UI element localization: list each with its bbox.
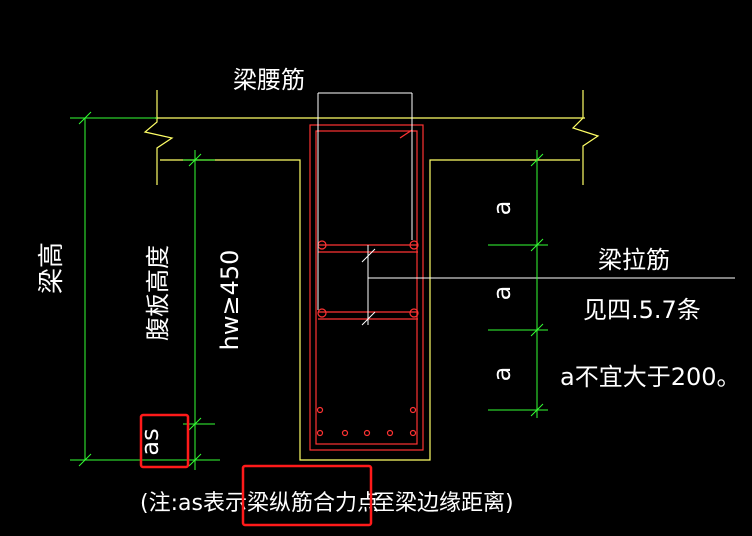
- dimension-spacing-a: [488, 150, 548, 418]
- note-suffix: 至梁边缘距离): [373, 491, 514, 516]
- tie-bar-reference: 见四.5.7条: [583, 296, 701, 324]
- note-prefix: (注:as表示: [140, 491, 247, 516]
- stirrup: [309, 124, 424, 451]
- beam-height-label: 梁高: [37, 242, 67, 294]
- note-highlight-box: [241, 464, 373, 527]
- tie-bar-label: 梁拉筋: [598, 246, 670, 274]
- web-height-label: 腹板高度: [144, 245, 172, 341]
- a-lower-label: a: [488, 367, 516, 382]
- waist-bar-label: 梁腰筋: [233, 66, 305, 94]
- leader-lines: [317, 92, 735, 326]
- a-middle-label: a: [488, 286, 516, 301]
- hw-condition-label: hw≥450: [216, 250, 244, 351]
- note-highlight: 梁纵筋合力点: [247, 491, 379, 516]
- bottom-longitudinal-bars: [316, 406, 417, 437]
- as-highlight-box: [139, 413, 190, 469]
- spacing-note: a不宜大于200。: [560, 363, 741, 391]
- a-upper-label: a: [488, 201, 516, 216]
- dimension-web-height: [183, 150, 215, 470]
- beam-outline: [143, 90, 600, 461]
